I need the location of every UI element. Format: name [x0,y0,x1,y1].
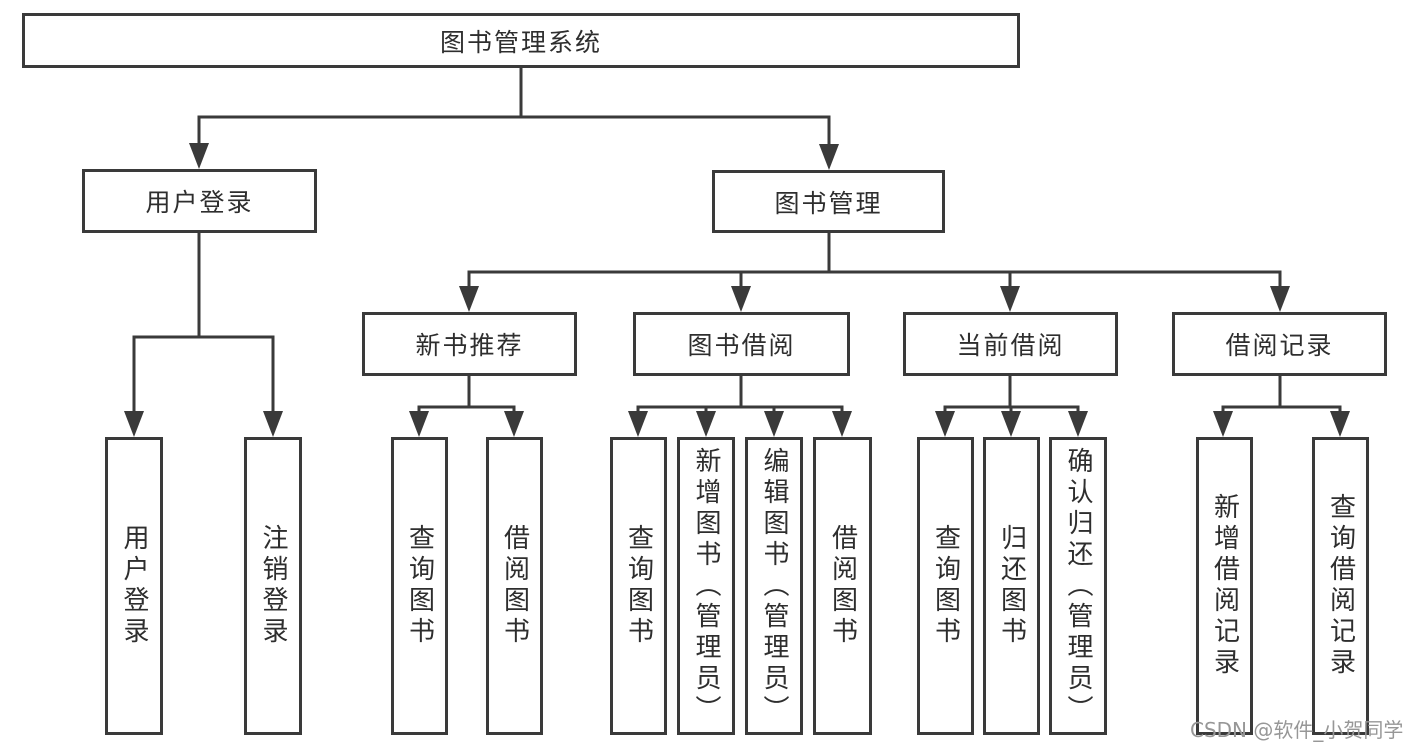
leaf-borrow-books: 借阅图书 [813,437,872,735]
node-label: 借阅记录 [1225,331,1334,360]
leaf-add-borrow-record: 新增借阅记录 [1196,437,1253,735]
node-current-borrow: 当前借阅 [903,312,1118,376]
node-borrow-records: 借阅记录 [1172,312,1387,376]
node-label: 图书借阅 [687,331,796,360]
node-label: 查询图书 [930,524,961,648]
node-book-management: 图书管理 [712,170,945,233]
node-label: 归还图书 [996,524,1027,648]
node-label: 用户登录 [119,524,149,648]
node-label: 注销登录 [258,524,288,648]
leaf-return-books: 归还图书 [983,437,1040,735]
node-new-book-recommend: 新书推荐 [362,312,577,376]
node-label: 新书推荐 [415,331,524,360]
leaf-add-books-admin: 新增图书（管理员） [677,437,735,735]
node-book-borrow: 图书借阅 [633,312,850,376]
node-label: 图书管理系统 [439,27,602,57]
node-system-root: 图书管理系统 [22,13,1020,68]
node-label: 借阅图书 [499,524,530,648]
node-label: 查询图书 [623,524,654,648]
node-label: 查询借阅记录 [1325,493,1356,679]
leaf-confirm-return-admin: 确认归还（管理员） [1049,437,1107,735]
leaf-borrow-books: 借阅图书 [486,437,543,735]
node-label: 图书管理 [774,188,883,218]
leaf-query-borrow-record: 查询借阅记录 [1312,437,1369,735]
node-label: 用户登录 [145,188,254,217]
leaf-logout: 注销登录 [244,437,302,735]
leaf-query-books: 查询图书 [391,437,448,735]
node-label: 查询图书 [404,524,435,648]
node-label: 新增借阅记录 [1209,493,1240,679]
node-label: 当前借阅 [956,331,1065,360]
node-user-login: 用户登录 [82,169,317,233]
csdn-watermark: CSDN @软件_小贺同学 [1190,718,1404,742]
leaf-user-login: 用户登录 [105,437,163,735]
node-label: 确认归还（管理员） [1063,446,1093,726]
leaf-query-books: 查询图书 [610,437,667,735]
leaf-query-books: 查询图书 [917,437,974,735]
node-label: 新增图书（管理员） [691,446,721,726]
node-label: 借阅图书 [827,524,858,648]
node-label: 编辑图书（管理员） [759,446,789,726]
leaf-edit-books-admin: 编辑图书（管理员） [745,437,803,735]
